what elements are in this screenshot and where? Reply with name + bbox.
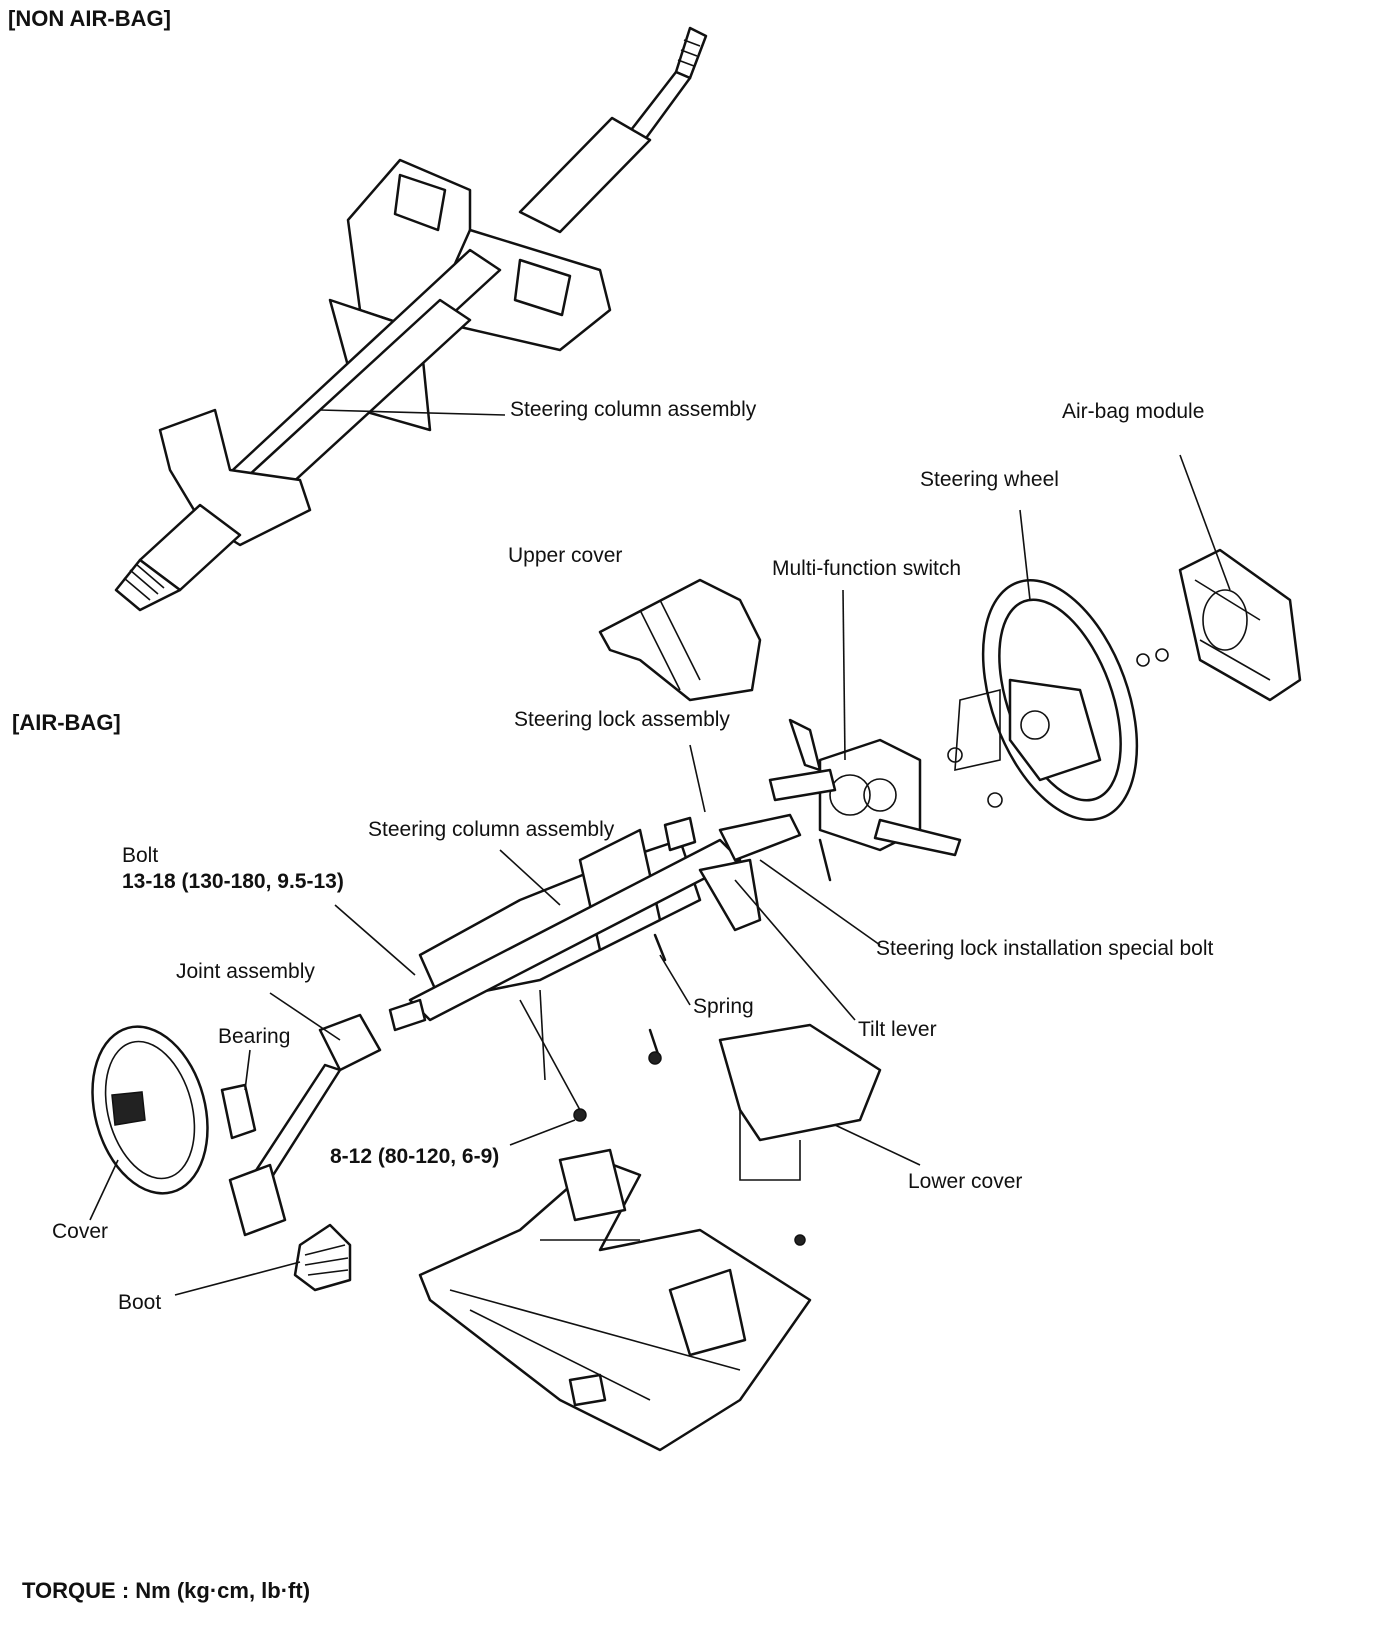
bearing-drawing [220, 1083, 257, 1140]
label-bolt: Bolt [122, 844, 159, 867]
label-airbag-module: Air-bag module [1062, 400, 1205, 423]
lower-cover-drawing [718, 1023, 882, 1246]
label-multi-function-switch: Multi-function switch [772, 557, 962, 580]
label-cover: Cover [52, 1220, 109, 1243]
airbag-steering-column-drawing [388, 813, 802, 1122]
label-steering-wheel: Steering wheel [920, 468, 1059, 491]
bracket-drawing [418, 1148, 812, 1452]
boot-drawing [293, 1223, 352, 1292]
label-upper-cover: Upper cover [508, 544, 623, 567]
leader-lines [89, 409, 1231, 1296]
label-bolt-torque: 13-18 (130-180, 9.5-13) [122, 870, 344, 893]
multi-function-switch-drawing [768, 718, 962, 882]
label-steering-lock-assembly: Steering lock assembly [514, 708, 730, 731]
label-lower-cover: Lower cover [908, 1170, 1023, 1193]
label-steering-column-lower: Steering column assembly [368, 818, 615, 841]
label-joint-assembly: Joint assembly [176, 960, 315, 983]
label-bearing: Bearing [218, 1025, 291, 1048]
joint-drawing [228, 1013, 382, 1237]
label-steering-lock-bolt: Steering lock installation special bolt [876, 937, 1214, 960]
label-spring: Spring [693, 995, 754, 1018]
label-lower-torque: 8-12 (80-120, 6-9) [330, 1145, 500, 1168]
cover-drawing [91, 1025, 209, 1195]
upper-cover-drawing [598, 578, 762, 702]
torque-note: TORQUE : Nm (kg·cm, lb·ft) [22, 1578, 311, 1603]
airbag-module-drawing [1136, 548, 1302, 702]
steering-wheel-drawing [947, 579, 1139, 821]
label-boot: Boot [118, 1291, 162, 1314]
airbag-heading: [AIR-BAG] [12, 710, 121, 735]
label-tilt-lever: Tilt lever [858, 1018, 937, 1041]
steering-column-drawing [114, 26, 708, 612]
non-airbag-heading: [NON AIR-BAG] [8, 6, 171, 31]
label-steering-column-upper: Steering column assembly [510, 398, 757, 421]
